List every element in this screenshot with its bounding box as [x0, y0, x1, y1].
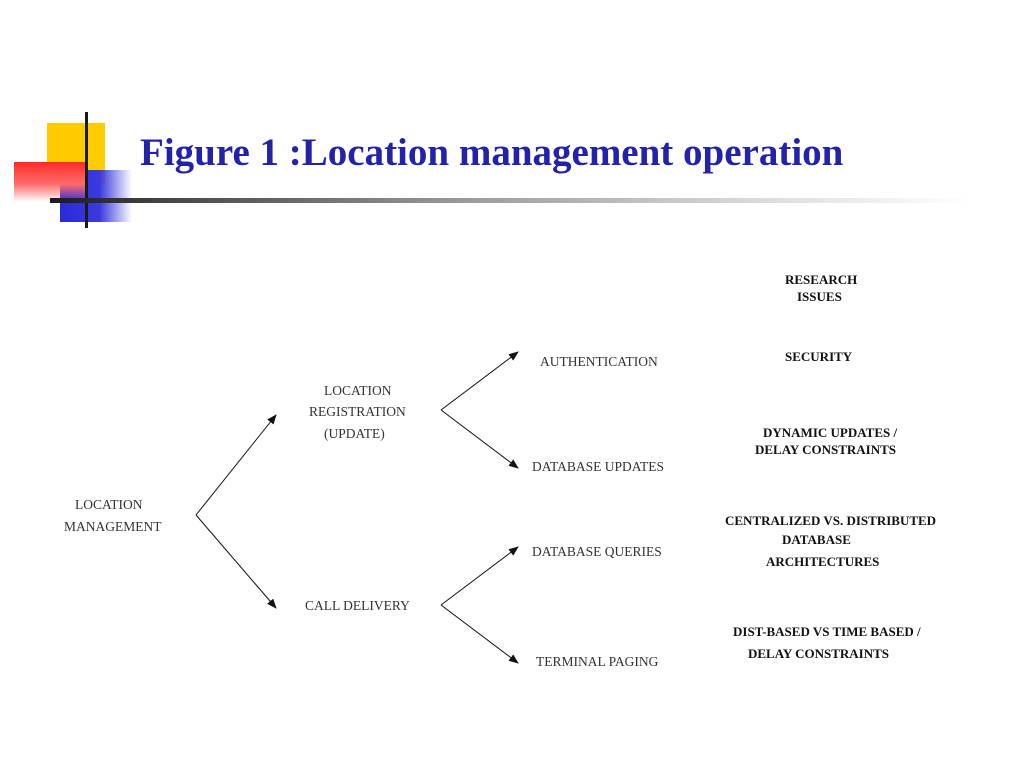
edge-root-to-registration: [195, 414, 277, 516]
issue-centralized-vs-distributed: CENTRALIZED VS. DISTRIBUTED DATABASE ARC…: [725, 513, 939, 569]
edge-root-to-call-delivery: [195, 514, 277, 609]
node-location-management-line-2: MANAGEMENT: [64, 519, 162, 534]
node-authentication: AUTHENTICATION: [540, 354, 658, 369]
issue-dynamic-updates: DYNAMIC UPDATES / DELAY CONSTRAINTS: [755, 425, 900, 457]
node-database-updates: DATABASE UPDATES: [532, 459, 664, 474]
title-underline-decoration: [50, 198, 970, 203]
issue-dist-based-vs-time-based: DIST-BASED VS TIME BASED / DELAY CONSTRA…: [733, 624, 924, 661]
issue-dynamic-updates-line-1: DYNAMIC UPDATES /: [763, 425, 897, 440]
node-database-queries: DATABASE QUERIES: [532, 544, 662, 559]
edge-call-delivery-to-terminal-paging: [440, 604, 519, 664]
issue-dist-based-line-1: DIST-BASED VS TIME BASED /: [733, 624, 921, 639]
node-location-registration-line-1: LOCATION: [324, 383, 392, 398]
issue-security: SECURITY: [785, 349, 853, 364]
node-call-delivery: CALL DELIVERY: [305, 598, 410, 613]
node-location-registration: LOCATION REGISTRATION (UPDATE): [309, 383, 409, 441]
issue-centralized-line-3: ARCHITECTURES: [766, 554, 879, 569]
node-location-management-line-1: LOCATION: [75, 497, 143, 512]
issue-centralized-line-2: DATABASE: [782, 532, 851, 547]
node-location-registration-line-2: REGISTRATION: [309, 404, 406, 419]
node-location-registration-line-3: (UPDATE): [324, 426, 385, 441]
vertical-rule-decoration: [85, 112, 88, 228]
research-issues-header-line-2: ISSUES: [797, 289, 842, 304]
issue-centralized-line-1: CENTRALIZED VS. DISTRIBUTED: [725, 513, 936, 528]
research-issues-header: RESEARCH ISSUES: [785, 272, 861, 304]
issue-dynamic-updates-line-2: DELAY CONSTRAINTS: [755, 442, 896, 457]
edge-registration-to-database-updates: [440, 409, 519, 469]
red-square-decoration: [14, 162, 86, 202]
slide-title: Figure 1 :Location management operation: [140, 131, 844, 174]
edge-call-delivery-to-database-queries: [440, 546, 519, 606]
research-issues-header-line-1: RESEARCH: [785, 272, 857, 287]
node-location-management: LOCATION MANAGEMENT: [64, 497, 162, 534]
issue-dist-based-line-2: DELAY CONSTRAINTS: [748, 646, 889, 661]
node-terminal-paging: TERMINAL PAGING: [536, 654, 659, 669]
edge-registration-to-authentication: [440, 351, 519, 411]
